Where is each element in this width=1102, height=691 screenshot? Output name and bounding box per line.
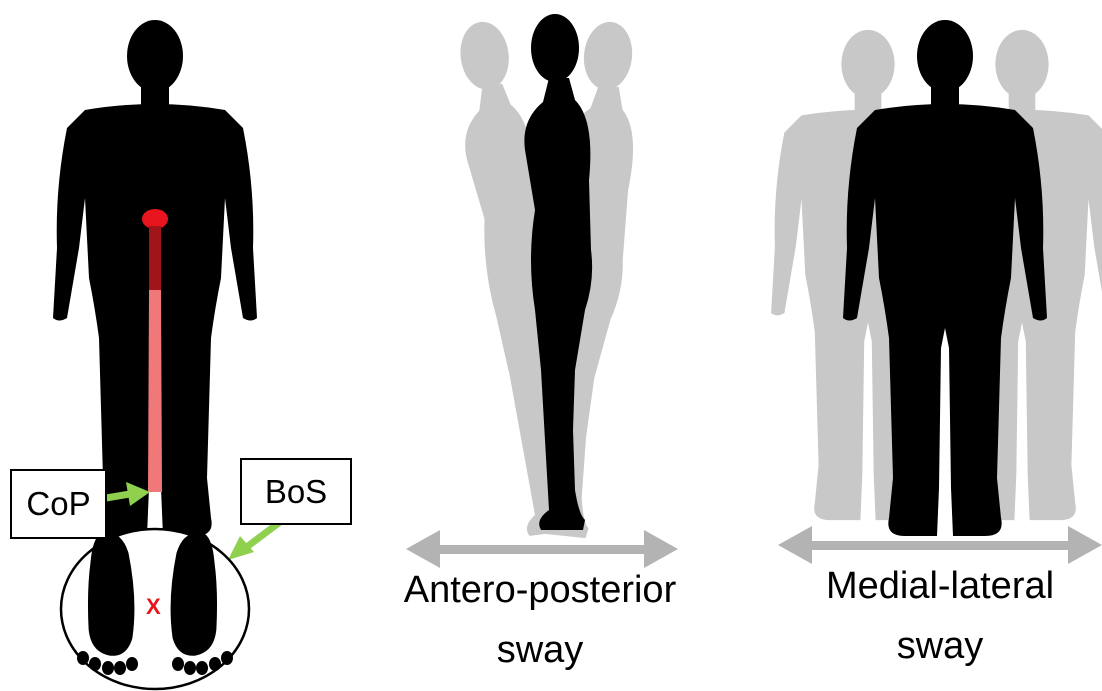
right-foot-icon <box>171 533 217 656</box>
cop-marker: X <box>146 594 161 620</box>
antero-posterior-caption-line1: Antero-posterior <box>370 566 710 614</box>
antero-posterior-arrow-icon <box>406 530 678 568</box>
bos-label: BoS <box>240 458 352 525</box>
medial-lateral-caption: Medial-lateral sway <box>790 562 1090 670</box>
medial-lateral-caption-line2: sway <box>790 622 1090 670</box>
cop-label: CoP <box>10 469 107 539</box>
medial-lateral-caption-line1: Medial-lateral <box>790 562 1090 610</box>
medial-lateral-arrow-icon <box>778 526 1102 564</box>
antero-posterior-caption: Antero-posterior sway <box>370 566 710 674</box>
left-foot-icon <box>88 533 134 656</box>
antero-posterior-caption-line2: sway <box>370 626 710 674</box>
